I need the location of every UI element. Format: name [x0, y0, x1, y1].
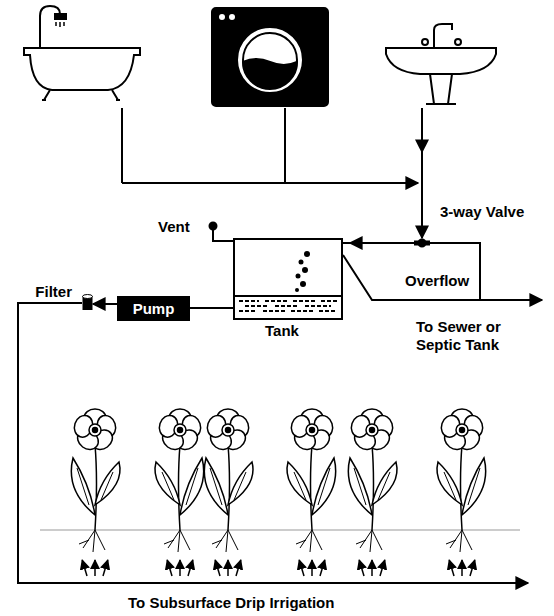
tank-box: Tank [233, 238, 343, 320]
pipe-connector [190, 307, 233, 309]
valve-label: 3-way Valve [440, 203, 524, 221]
filter-symbol: Filter [82, 294, 93, 312]
overflow-label: Overflow [405, 272, 469, 290]
tank-contents [235, 240, 341, 318]
vent-label: Vent [158, 218, 190, 236]
node-label: Filter [35, 283, 72, 301]
irrigation-label: To Subsurface Drip Irrigation [128, 594, 334, 612]
pump-box: Pump [117, 296, 190, 321]
filter-cylinder [82, 294, 93, 312]
node-label: Tank [265, 322, 299, 340]
outlet-label: To Sewer or Septic Tank [416, 318, 546, 354]
pipe-connector [93, 303, 117, 305]
node-label: Pump [133, 300, 175, 318]
